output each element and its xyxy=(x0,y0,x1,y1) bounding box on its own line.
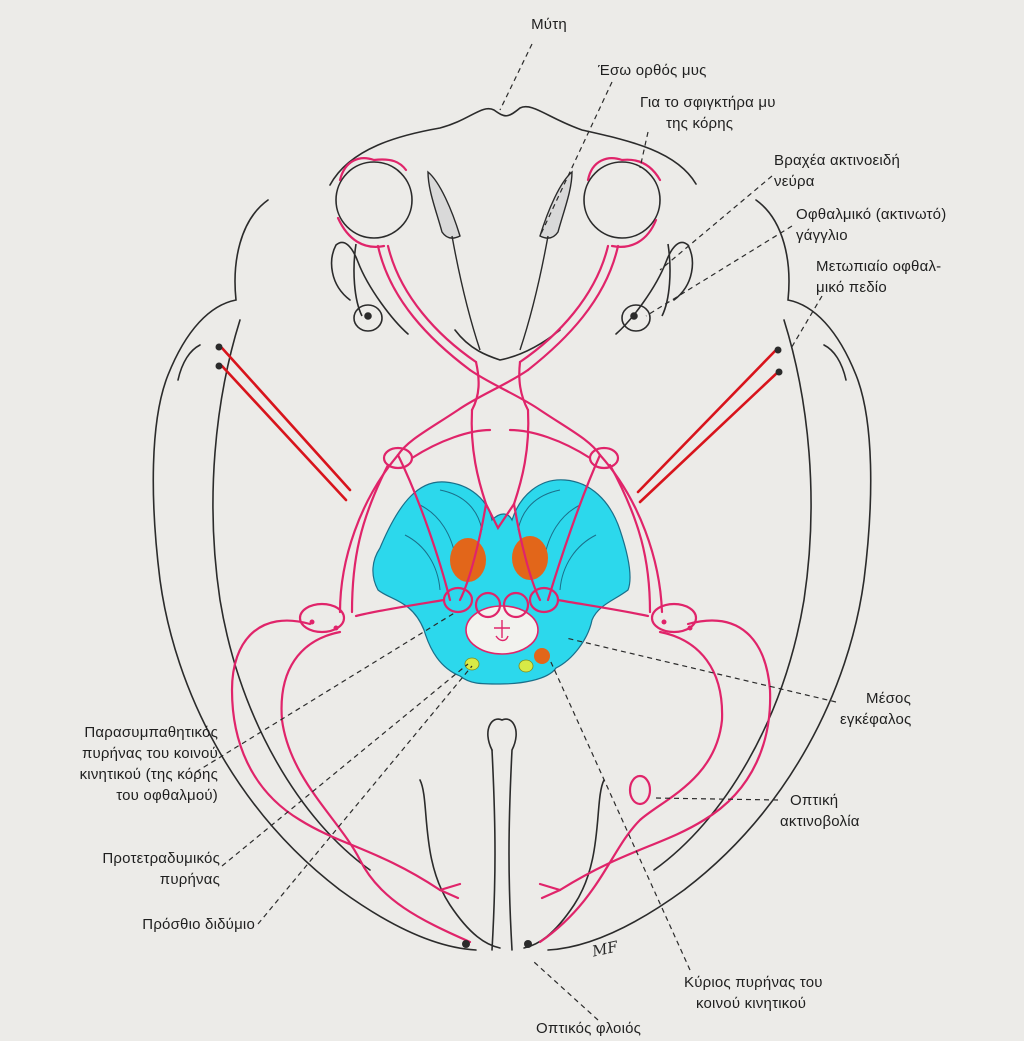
left-ciliary-ganglion xyxy=(353,304,383,332)
midbrain xyxy=(372,479,631,685)
label-short-ciliary-nerves: Βραχέα ακτινοειδή νεύρα xyxy=(774,152,900,190)
label-pretectal-nucleus: Προτετραδυμικός πυρήνας xyxy=(102,850,220,888)
frontal-eye-field-tracts xyxy=(220,346,780,504)
left-eye xyxy=(335,161,413,239)
label-visual-cortex: Οπτικός φλοιός xyxy=(536,1020,642,1037)
right-ciliary-ganglion xyxy=(621,304,651,332)
label-medial-rectus: Έσω ορθός μυς xyxy=(598,62,707,79)
pretectal-nuclei xyxy=(464,657,534,673)
right-eye xyxy=(583,161,661,239)
label-main-oculomotor-nucleus: Κύριος πυρήνας του κοινού κινητικού xyxy=(684,974,823,1012)
label-midbrain: Μέσος εγκέφαλος xyxy=(840,690,912,728)
eyes xyxy=(335,161,671,332)
brain-outline xyxy=(152,105,872,951)
label-parasympathetic-nucleus: Παρασυμπαθητικός πυρήνας του κοινού κινη… xyxy=(79,724,218,804)
label-sphincter: Για το σφιγκτήρα μυ της κόρης xyxy=(640,94,776,132)
label-nose: Μύτη xyxy=(531,16,567,33)
label-superior-colliculus: Πρόσθιο διδύμιο xyxy=(142,916,255,933)
label-frontal-eye-field: Μετωπιαίο οφθαλ- μικό πεδίο xyxy=(816,258,942,296)
leader-lines xyxy=(195,43,837,1021)
label-ciliary-ganglion: Οφθαλμικό (ακτινωτό) γάγγλιο xyxy=(796,206,947,244)
medial-rectus-muscles xyxy=(427,170,573,351)
visual-pathway xyxy=(230,157,772,944)
label-optic-radiation: Οπτική ακτινοβολία xyxy=(780,792,860,830)
right-lgn xyxy=(650,602,698,634)
left-lgn xyxy=(298,602,346,634)
